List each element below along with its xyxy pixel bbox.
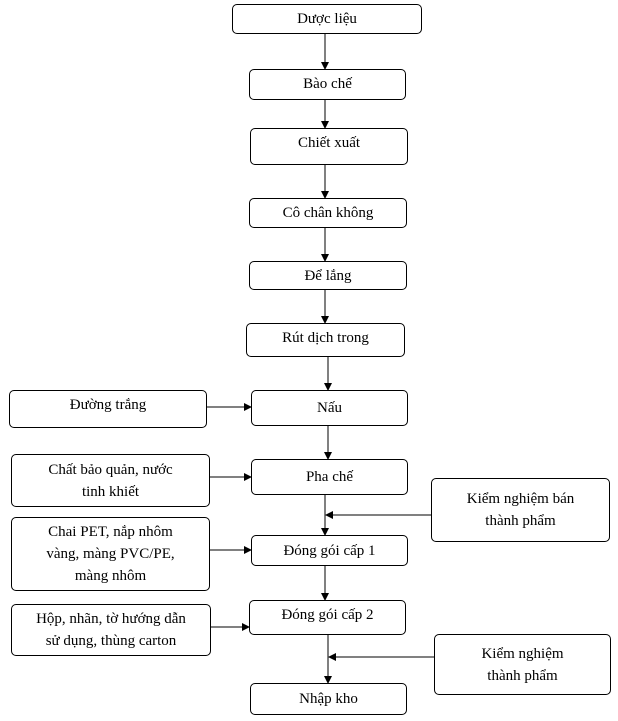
check-kiem-nghiem-thanh-pham: Kiểm nghiệm thành phẩm xyxy=(434,634,611,695)
step-de-lang: Để lắng xyxy=(249,261,407,290)
step-chiet-xuat: Chiết xuất xyxy=(250,128,408,165)
input-chat-bao-quan: Chất bảo quản, nước tinh khiết xyxy=(11,454,210,507)
check-kiem-nghiem-ban-thanh-pham: Kiểm nghiệm bán thành phẩm xyxy=(431,478,610,542)
input-chai-pet: Chai PET, nắp nhôm vàng, màng PVC/PE, mà… xyxy=(11,517,210,591)
step-nau: Nấu xyxy=(251,390,408,426)
step-bao-che: Bào chế xyxy=(249,69,406,100)
check-kiem-nghiem-thanh-pham-label: Kiểm nghiệm thành phẩm xyxy=(481,645,564,684)
step-co-chan-khong-label: Cô chân không xyxy=(282,205,374,221)
step-nhap-kho-label: Nhập kho xyxy=(299,691,358,707)
input-chat-bao-quan-label: Chất bảo quản, nước tinh khiết xyxy=(48,461,173,500)
step-dong-goi-cap-1-label: Đóng gói cấp 1 xyxy=(283,542,376,559)
input-duong-trang: Đường trắng xyxy=(9,390,207,428)
step-pha-che: Pha chế xyxy=(251,459,408,495)
step-bao-che-label: Bào chế xyxy=(303,76,352,92)
step-dong-goi-cap-2-label: Đóng gói cấp 2 xyxy=(281,607,374,623)
input-duong-trang-label: Đường trắng xyxy=(69,397,147,413)
input-hop-nhan-label: Hộp, nhãn, tờ hướng dẫn sử dụng, thùng c… xyxy=(36,611,186,649)
step-pha-che-label: Pha chế xyxy=(305,469,354,485)
step-chiet-xuat-label: Chiết xuất xyxy=(297,135,361,151)
step-dong-goi-cap-1: Đóng gói cấp 1 xyxy=(251,535,408,566)
step-rut-dich-trong-label: Rút dịch trong xyxy=(282,330,369,346)
step-duoc-lieu-label: Dược liệu xyxy=(297,11,357,27)
step-duoc-lieu: Dược liệu xyxy=(232,4,422,34)
input-hop-nhan: Hộp, nhãn, tờ hướng dẫn sử dụng, thùng c… xyxy=(11,604,211,656)
check-kiem-nghiem-ban-thanh-pham-label: Kiểm nghiệm bán thành phẩm xyxy=(466,491,575,529)
step-de-lang-label: Để lắng xyxy=(304,267,352,284)
step-dong-goi-cap-2: Đóng gói cấp 2 xyxy=(249,600,406,635)
step-co-chan-khong: Cô chân không xyxy=(249,198,407,228)
input-chai-pet-label: Chai PET, nắp nhôm vàng, màng PVC/PE, mà… xyxy=(46,524,175,584)
step-nhap-kho: Nhập kho xyxy=(250,683,407,715)
step-rut-dich-trong: Rút dịch trong xyxy=(246,323,405,357)
step-nau-label: Nấu xyxy=(317,400,342,416)
